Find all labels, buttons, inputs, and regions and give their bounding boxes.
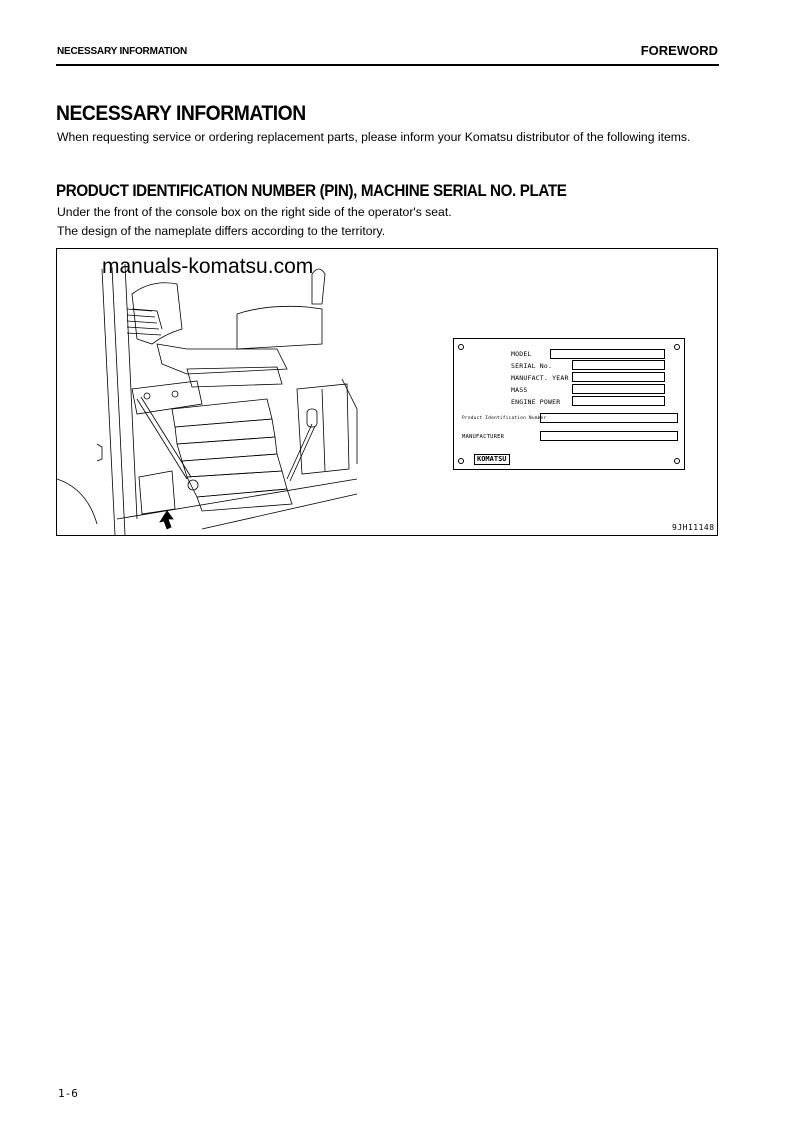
plate-field-model — [550, 349, 665, 359]
page-number: 1-6 — [58, 1087, 78, 1100]
location-text: Under the front of the console box on th… — [57, 205, 452, 219]
running-header-chapter: FOREWORD — [640, 43, 718, 58]
plate-label-engine-power: ENGINE POWER — [511, 398, 561, 406]
plate-field-year — [572, 372, 665, 382]
komatsu-logo: KOMATSU — [474, 454, 510, 465]
nameplate-illustration: MODEL SERIAL No. MANUFACT. YEAR MASS ENG… — [453, 338, 685, 470]
plate-label-mass: MASS — [511, 386, 528, 394]
rivet-hole-icon — [674, 344, 680, 350]
plate-field-mass — [572, 384, 665, 394]
operator-seat-illustration — [57, 263, 358, 535]
plate-field-serial — [572, 360, 665, 370]
page-title: NECESSARY INFORMATION — [56, 102, 306, 125]
watermark: manuals-komatsu.com — [102, 255, 314, 278]
figure-frame: MODEL SERIAL No. MANUFACT. YEAR MASS ENG… — [56, 248, 718, 536]
plate-label-year: MANUFACT. YEAR — [511, 374, 569, 382]
figure-code: 9JH11148 — [672, 523, 715, 532]
header-rule — [56, 64, 719, 66]
intro-paragraph: When requesting service or ordering repl… — [57, 130, 691, 144]
plate-label-serial: SERIAL No. — [511, 362, 553, 370]
plate-field-engine-power — [572, 396, 665, 406]
rivet-hole-icon — [458, 458, 464, 464]
rivet-hole-icon — [674, 458, 680, 464]
plate-label-model: MODEL — [511, 350, 532, 358]
plate-field-manufacturer — [540, 431, 678, 441]
plate-field-pin — [540, 413, 678, 423]
design-note-text: The design of the nameplate differs acco… — [57, 224, 386, 238]
section-heading: PRODUCT IDENTIFICATION NUMBER (PIN), MAC… — [56, 182, 567, 200]
running-header-section: NECESSARY INFORMATION — [57, 46, 188, 57]
plate-label-pin: Product Identification Number — [462, 416, 547, 421]
rivet-hole-icon — [458, 344, 464, 350]
plate-label-manufacturer: MANUFACTURER — [462, 434, 505, 440]
